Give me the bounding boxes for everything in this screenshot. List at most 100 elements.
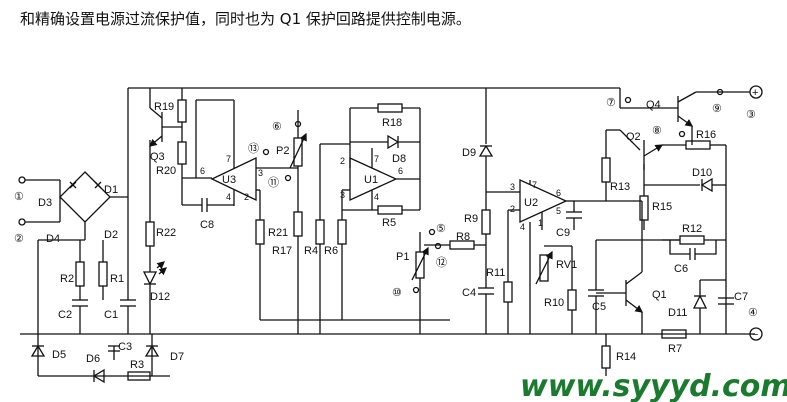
r15-resistor: R15	[639, 185, 672, 230]
svg-text:⑪: ⑪	[268, 176, 279, 189]
svg-text:−: −	[752, 329, 758, 341]
r22-resistor: R22	[145, 140, 176, 272]
svg-text:D8: D8	[392, 153, 406, 165]
svg-text:D12: D12	[150, 291, 170, 303]
r5-resistor: R5	[342, 179, 421, 229]
r13-resistor: R13	[601, 130, 630, 201]
input-terminal-1: ①	[14, 176, 60, 203]
q2-transistor: Q2	[606, 129, 664, 185]
q3-transistor: Q3	[149, 88, 182, 163]
r11-resistor: R11	[486, 210, 513, 334]
c3-capacitor: C3	[108, 341, 132, 360]
svg-text:R20: R20	[156, 165, 176, 177]
svg-text:R11: R11	[486, 267, 505, 279]
terminal-8: ⑧	[652, 125, 686, 138]
svg-text:2: 2	[244, 192, 249, 202]
r21-resistor: R21	[255, 219, 450, 321]
svg-text:⑬: ⑬	[248, 142, 259, 155]
svg-text:R6: R6	[324, 245, 338, 257]
terminal-2-label: ②	[14, 233, 24, 245]
svg-text:C6: C6	[674, 263, 688, 275]
c8-capacitor: C8	[181, 178, 234, 231]
svg-text:R10: R10	[544, 297, 564, 309]
svg-text:⑤: ⑤	[436, 223, 446, 235]
r4-resistor: R4	[304, 144, 325, 334]
svg-text:3: 3	[258, 168, 263, 178]
r14-resistor: R14	[601, 334, 636, 376]
d4-label: D4	[46, 233, 60, 245]
svg-text:R15: R15	[652, 201, 672, 213]
svg-text:C9: C9	[556, 227, 570, 239]
svg-text:www.syyyd.com: www.syyyd.com	[520, 369, 787, 402]
svg-text:C5: C5	[592, 301, 606, 313]
svg-text:R16: R16	[696, 129, 716, 141]
d11-diode: D11	[668, 279, 726, 334]
terminal-5: ⑤	[428, 223, 446, 236]
c2-capacitor: C2	[58, 299, 88, 334]
svg-text:④: ④	[748, 307, 758, 319]
svg-text:R3: R3	[130, 359, 144, 371]
rv1-potentiometer: RV1	[535, 245, 577, 285]
r20-resistor: R20	[156, 122, 212, 179]
watermark: www.syyyd.com	[520, 369, 787, 402]
svg-text:7: 7	[532, 180, 537, 190]
svg-text:R17: R17	[272, 245, 292, 257]
d5-diode: D5	[30, 344, 66, 361]
svg-text:3: 3	[340, 190, 345, 200]
svg-text:C7: C7	[734, 291, 748, 303]
svg-text:R22: R22	[156, 227, 176, 239]
r8-resistor: R8	[424, 231, 486, 250]
r2-resistor: R2	[60, 240, 85, 300]
terminal-12: ⑫	[434, 242, 447, 269]
svg-text:⑧: ⑧	[652, 125, 662, 137]
u3-opamp: U3 6 7 4 2 3	[200, 150, 278, 220]
svg-text:C8: C8	[200, 219, 214, 231]
svg-text:⑦: ⑦	[606, 97, 616, 109]
r3-resistor: R3	[127, 359, 151, 381]
c1-capacitor: C1	[104, 197, 136, 334]
r1-resistor: R1	[98, 240, 124, 300]
terminal-11: ⑪	[268, 174, 292, 189]
svg-text:R21: R21	[268, 227, 288, 239]
svg-text:2: 2	[510, 204, 515, 214]
svg-text:C1: C1	[104, 309, 118, 321]
terminal-1-label: ①	[14, 191, 24, 203]
svg-text:6: 6	[398, 166, 403, 176]
svg-text:D6: D6	[86, 353, 100, 365]
r12-resistor: R12	[662, 223, 726, 245]
p2-potentiometer: P2	[276, 110, 307, 212]
svg-text:1: 1	[538, 218, 543, 228]
svg-text:RV1: RV1	[556, 259, 577, 271]
svg-text:4: 4	[226, 192, 231, 202]
r17-resistor: R17	[272, 211, 303, 334]
bridge-rectifier: D1 D2 D3 D4	[37, 170, 129, 334]
u1-opamp: U1 2 7 6 3 4	[320, 143, 420, 210]
svg-text:Q1: Q1	[652, 289, 667, 301]
svg-text:R5: R5	[382, 217, 396, 229]
c6-capacitor: C6	[669, 240, 717, 275]
d6-diode: D6	[86, 353, 105, 384]
c9-capacitor: C9	[556, 201, 582, 239]
r10-resistor: R10	[544, 246, 577, 334]
output-terminal-negative: − ④	[748, 307, 763, 341]
svg-text:R14: R14	[616, 351, 636, 363]
d1-label: D1	[104, 184, 118, 196]
d10-diode: D10	[644, 167, 726, 193]
svg-text:U3: U3	[222, 174, 236, 186]
r19-resistor: R19	[154, 88, 187, 123]
svg-text:R4: R4	[304, 245, 318, 257]
output-terminal-positive: + ③	[746, 85, 763, 121]
svg-text:D9: D9	[462, 147, 476, 159]
svg-text:C3: C3	[118, 341, 132, 353]
svg-text:R1: R1	[110, 273, 124, 285]
svg-text:R13: R13	[610, 181, 630, 193]
d12-led: D12	[142, 261, 170, 334]
svg-text:Q3: Q3	[150, 151, 165, 163]
svg-text:6: 6	[556, 188, 561, 198]
svg-text:③: ③	[746, 109, 756, 121]
positive-rail	[127, 87, 620, 170]
svg-text:U2: U2	[524, 197, 538, 209]
svg-text:R9: R9	[464, 213, 478, 225]
svg-text:U1: U1	[364, 174, 378, 186]
